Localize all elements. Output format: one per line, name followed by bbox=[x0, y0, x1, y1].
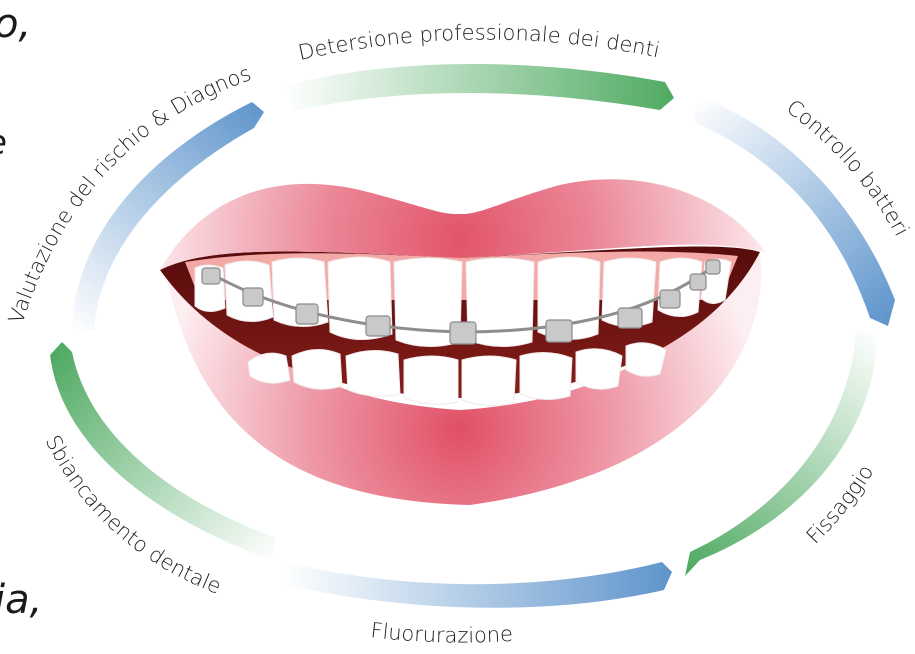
label-step-4: Fluorurazione bbox=[369, 618, 513, 647]
edge-text-bottom-left: ia, bbox=[0, 580, 42, 620]
smile-illustration bbox=[160, 179, 765, 505]
edge-text-top-left: o, bbox=[0, 4, 31, 44]
edge-text-mid-left: e bbox=[0, 126, 7, 160]
arrow-step-4 bbox=[286, 562, 672, 608]
arrow-step-1 bbox=[285, 64, 674, 112]
label-step-1: Detersione professionale dei denti bbox=[296, 20, 662, 64]
